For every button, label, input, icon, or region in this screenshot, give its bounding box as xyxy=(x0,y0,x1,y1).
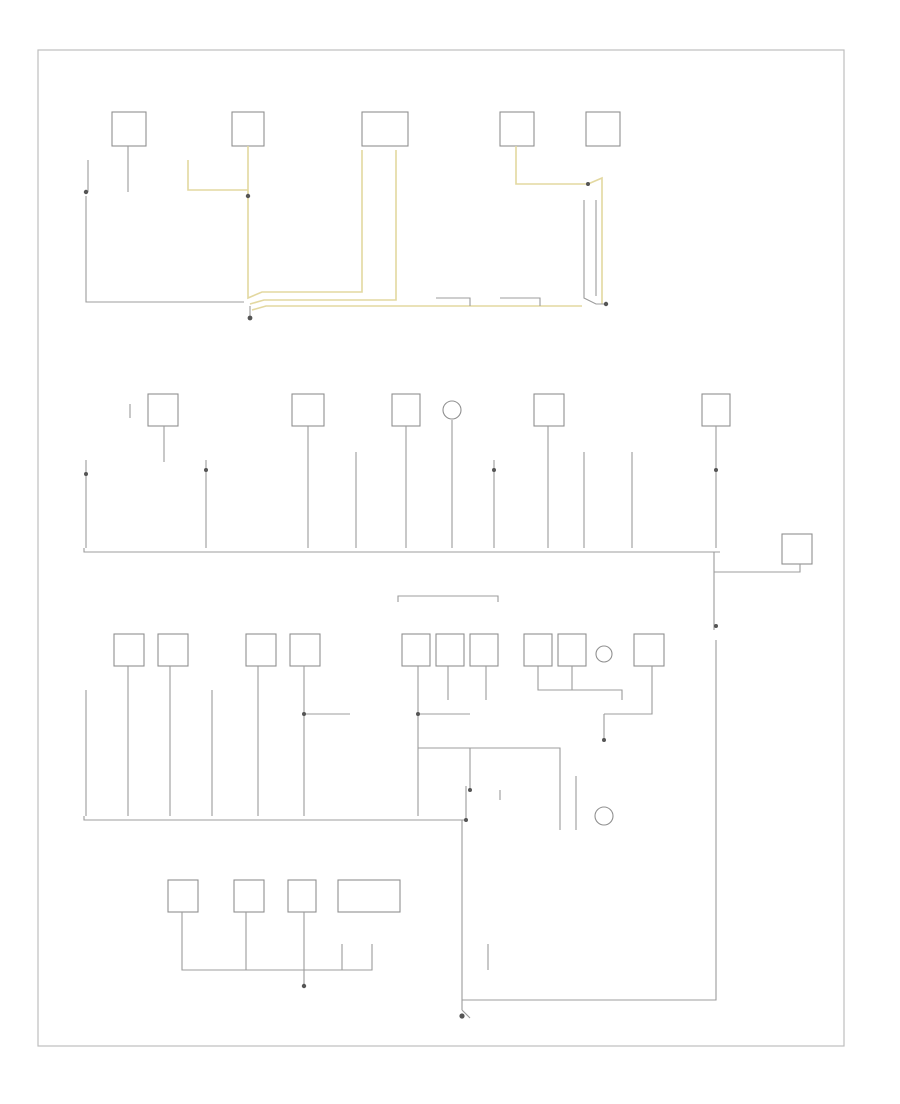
row-3-wires xyxy=(83,595,717,1001)
row-2-nodes xyxy=(84,468,718,628)
row-1-nodes xyxy=(83,182,609,321)
component-box xyxy=(435,633,465,667)
row-1-components xyxy=(111,111,621,147)
component-box xyxy=(291,393,325,427)
row-3-components xyxy=(113,633,665,826)
row-2-components xyxy=(147,393,813,565)
row-4-nodes xyxy=(301,983,465,1019)
component-box xyxy=(499,111,535,147)
row-1-wires xyxy=(85,146,606,320)
splice-node xyxy=(714,468,718,472)
component-box xyxy=(633,633,665,667)
component-box xyxy=(337,879,401,913)
row-3-nodes xyxy=(302,712,606,822)
component-box xyxy=(557,633,587,667)
component-box xyxy=(533,393,565,427)
component-box xyxy=(231,111,265,147)
splice-node xyxy=(602,738,606,742)
component-box xyxy=(401,633,431,667)
splice-node xyxy=(464,818,468,822)
component-box xyxy=(781,533,813,565)
splice-node xyxy=(301,983,307,989)
splice-node xyxy=(302,712,306,716)
component-box xyxy=(157,633,189,667)
component-box xyxy=(147,393,179,427)
component-box xyxy=(167,879,199,913)
row-4-wires xyxy=(181,820,489,1019)
component-box xyxy=(469,633,499,667)
ground-node xyxy=(459,1013,465,1019)
component-box xyxy=(113,633,145,667)
component-box xyxy=(523,633,553,667)
row-2-wires xyxy=(83,404,801,630)
component-box xyxy=(701,393,731,427)
component-box xyxy=(289,633,321,667)
component-box xyxy=(287,879,317,913)
splice-node xyxy=(84,472,88,476)
component-bulb xyxy=(595,645,613,663)
splice-node xyxy=(416,712,420,716)
splice-node xyxy=(83,189,89,195)
component-box xyxy=(585,111,621,147)
splice-node xyxy=(586,182,590,186)
splice-node xyxy=(492,468,496,472)
component-box xyxy=(233,879,265,913)
ground-node xyxy=(247,315,253,321)
component-box xyxy=(361,111,409,147)
component-box xyxy=(391,393,421,427)
component-bulb xyxy=(442,400,462,420)
splice-node xyxy=(204,468,208,472)
component-bulb xyxy=(594,806,614,826)
component-box xyxy=(111,111,147,147)
splice-node xyxy=(245,193,251,199)
splice-node xyxy=(468,788,472,792)
splice-node xyxy=(603,301,609,307)
row-4-components xyxy=(167,879,401,913)
ground-node xyxy=(714,624,718,628)
component-box xyxy=(245,633,277,667)
diagram-frame xyxy=(37,49,845,1047)
